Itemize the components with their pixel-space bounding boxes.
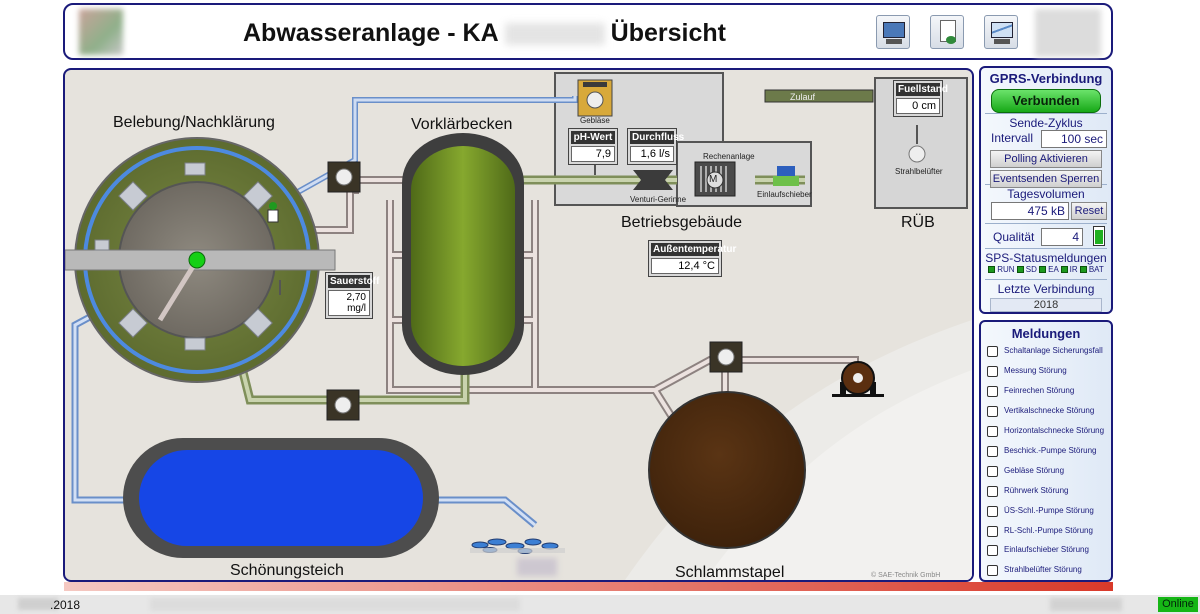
plant-diagram bbox=[65, 72, 972, 580]
ph-caption: pH-Wert bbox=[571, 131, 615, 144]
rueb-label: RÜB bbox=[901, 214, 935, 231]
page-title-right: Übersicht bbox=[610, 19, 726, 47]
meldung-item[interactable]: Rührwerk Störung bbox=[987, 484, 1107, 502]
tagesvolumen-title: Tagesvolumen bbox=[1007, 187, 1085, 201]
durchfluss-value-box: Durchfluss 1,6 l/s bbox=[627, 128, 685, 165]
geblaese-label: Gebläse bbox=[580, 116, 610, 125]
gprs-status-button[interactable]: Verbunden bbox=[991, 89, 1101, 113]
monitor-icon[interactable] bbox=[876, 15, 910, 49]
logo bbox=[79, 9, 123, 55]
meldung-checkbox[interactable] bbox=[987, 406, 998, 417]
sps-led-run: RUN bbox=[988, 265, 1015, 274]
meldung-item[interactable]: Vertikalschnecke Störung bbox=[987, 404, 1107, 422]
page-title-left: Abwasseranlage - KA bbox=[243, 19, 499, 47]
redacted-info bbox=[1050, 598, 1122, 611]
meldung-item[interactable]: Schaltanlage Sicherungsfall bbox=[987, 344, 1107, 362]
user-avatar bbox=[1035, 9, 1101, 57]
status-date: .2018 bbox=[50, 598, 81, 612]
schoenungsteich-label: Schönungsteich bbox=[230, 562, 344, 579]
sps-led-ir: IR bbox=[1060, 265, 1078, 274]
meldung-checkbox[interactable] bbox=[987, 426, 998, 437]
copyright-label: © SAE-Technik GmbH bbox=[871, 572, 941, 579]
motor-label: M bbox=[709, 174, 718, 185]
meldungen-panel: Meldungen Schaltanlage Sicherungsfall Me… bbox=[979, 320, 1113, 582]
sende-zyklus-title: Sende-Zyklus bbox=[1009, 116, 1083, 130]
meldung-item[interactable]: Messung Störung bbox=[987, 364, 1107, 382]
meldung-item[interactable]: Einlaufschieber Störung bbox=[987, 543, 1107, 561]
meldung-checkbox[interactable] bbox=[987, 386, 998, 397]
online-indicator: Online bbox=[1158, 597, 1198, 612]
fuellstand-value-box: Fuellstand 0 cm bbox=[893, 80, 949, 117]
sps-led-ea: EA bbox=[1039, 265, 1058, 274]
document-icon[interactable] bbox=[930, 15, 964, 49]
sauerstoff-value-box: Sauerstoff 2,70 mg/l bbox=[325, 272, 380, 319]
intervall-label: Intervall bbox=[991, 131, 1034, 145]
meldung-item[interactable]: Gebläse Störung bbox=[987, 464, 1107, 482]
aussentemp-value: 12,4 °C bbox=[651, 258, 719, 274]
durchfluss-value: 1,6 l/s bbox=[630, 146, 674, 162]
venturi-label: Venturi-Gerinne bbox=[630, 195, 687, 204]
progress-stripe bbox=[64, 582, 1113, 591]
letzte-verbindung-value: 2018 bbox=[990, 298, 1102, 312]
letzte-verbindung-title: Letzte Verbindung bbox=[997, 282, 1095, 296]
zulauf-label: Zulauf bbox=[790, 92, 816, 102]
meldung-checkbox[interactable] bbox=[987, 366, 998, 377]
sauerstoff-caption: Sauerstoff bbox=[328, 275, 380, 288]
meldung-checkbox[interactable] bbox=[987, 486, 998, 497]
ph-value: 7,9 bbox=[571, 146, 615, 162]
schlammstapel-label: Schlammstapel bbox=[675, 564, 785, 581]
rechenanlage-label: Rechenanlage bbox=[703, 152, 755, 161]
reset-button[interactable]: Reset bbox=[1071, 202, 1107, 220]
polling-button[interactable]: Polling Aktivieren bbox=[990, 150, 1102, 168]
sps-leds: RUN SD EA IR BAT bbox=[985, 265, 1107, 274]
meldung-item[interactable]: Strahlbelüfter Störung bbox=[987, 563, 1107, 581]
meldung-item[interactable]: RL-Schl.-Pumpe Störung bbox=[987, 524, 1107, 542]
meldung-item[interactable]: Feinrechen Störung bbox=[987, 384, 1107, 402]
signal-icon bbox=[1093, 226, 1105, 246]
qualitaet-label: Qualität bbox=[993, 230, 1035, 244]
status-bar: .2018 Online bbox=[0, 595, 1200, 614]
eventsenden-button[interactable]: Eventsenden Sperren bbox=[990, 170, 1102, 188]
redacted-area bbox=[517, 558, 557, 576]
einlaufschieber-label: Einlaufschieber bbox=[757, 190, 812, 199]
sps-led-bat: BAT bbox=[1079, 265, 1104, 274]
fuellstand-caption: Fuellstand bbox=[896, 83, 949, 96]
fuellstand-value: 0 cm bbox=[896, 98, 940, 114]
aussentemp-caption: Außentemperatur bbox=[651, 243, 737, 256]
ph-value-box: pH-Wert 7,9 bbox=[568, 128, 618, 165]
meldung-checkbox[interactable] bbox=[987, 506, 998, 517]
strahlbeluefter-label: Strahlbelüfter bbox=[895, 167, 943, 176]
redacted-name bbox=[504, 23, 605, 46]
meldung-item[interactable]: Horizontalschnecke Störung bbox=[987, 424, 1107, 442]
aussentemp-value-box: Außentemperatur 12,4 °C bbox=[648, 240, 737, 277]
plant-overview: Belebung/Nachklärung Vorklärbecken Betri… bbox=[63, 68, 974, 582]
header-bar: Abwasseranlage - KA Übersicht bbox=[63, 3, 1113, 60]
meldung-checkbox[interactable] bbox=[987, 565, 998, 576]
sps-title: SPS-Statusmeldungen bbox=[985, 251, 1107, 265]
qualitaet-value: 4 bbox=[1041, 228, 1083, 246]
gprs-status-panel: GPRS-Verbindung Verbunden Sende-Zyklus I… bbox=[979, 66, 1113, 314]
meldung-checkbox[interactable] bbox=[987, 446, 998, 457]
meldung-checkbox[interactable] bbox=[987, 466, 998, 477]
meldung-checkbox[interactable] bbox=[987, 526, 998, 537]
chart-icon[interactable] bbox=[984, 15, 1018, 49]
redacted-status bbox=[150, 598, 520, 611]
vorklaerbecken-label: Vorklärbecken bbox=[411, 116, 513, 133]
intervall-input[interactable]: 100 sec bbox=[1041, 130, 1107, 148]
meldung-checkbox[interactable] bbox=[987, 346, 998, 357]
durchfluss-caption: Durchfluss bbox=[630, 131, 685, 144]
meldung-checkbox[interactable] bbox=[987, 545, 998, 556]
sauerstoff-value: 2,70 mg/l bbox=[328, 290, 370, 316]
tagesvolumen-value: 475 kB bbox=[991, 202, 1069, 220]
meldung-item[interactable]: Beschick.-Pumpe Störung bbox=[987, 444, 1107, 462]
sps-led-sd: SD bbox=[1016, 265, 1037, 274]
betriebsgebaeude-label: Betriebsgebäude bbox=[621, 214, 742, 231]
redacted-date bbox=[18, 598, 58, 610]
meldung-item[interactable]: ÜS-Schl.-Pumpe Störung bbox=[987, 504, 1107, 522]
gprs-title: GPRS-Verbindung bbox=[989, 71, 1103, 86]
meldungen-title: Meldungen bbox=[1011, 326, 1081, 341]
belebung-label: Belebung/Nachklärung bbox=[113, 114, 275, 131]
page-title: Abwasseranlage - KA Übersicht bbox=[243, 19, 726, 48]
